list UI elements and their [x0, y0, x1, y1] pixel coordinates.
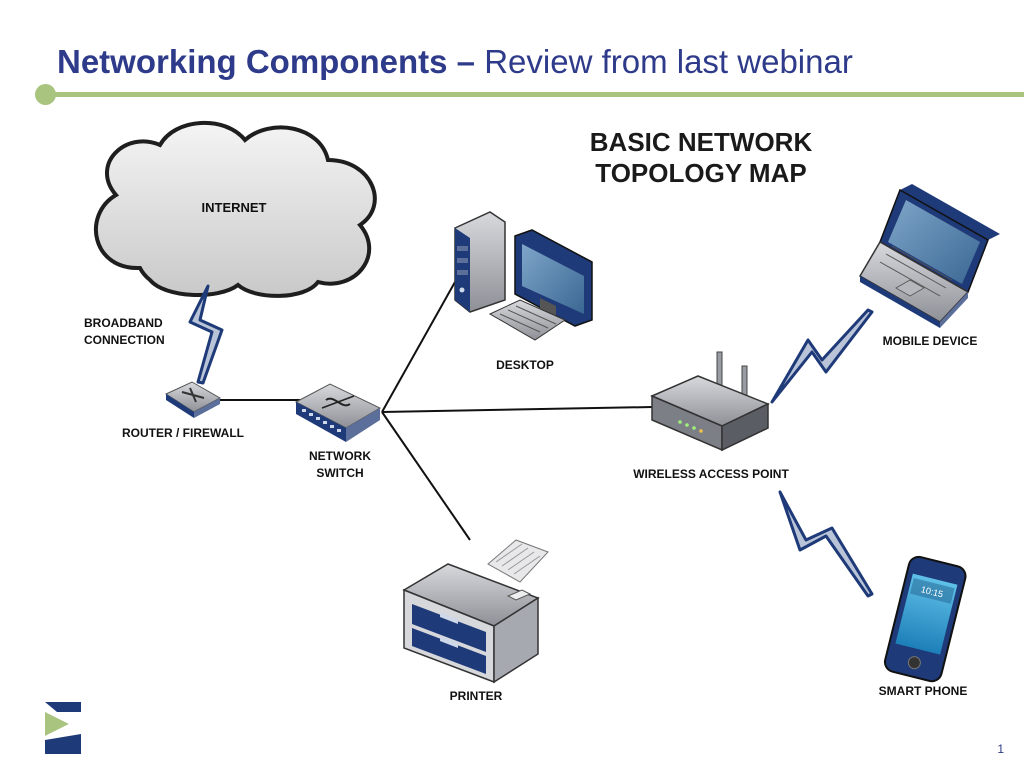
link-switch-desktop	[381, 281, 456, 413]
phone-label: SMART PHONE	[879, 684, 968, 698]
switch-icon	[294, 383, 382, 442]
desktop-computer-icon	[454, 211, 593, 341]
desktop-label: DESKTOP	[496, 358, 554, 372]
lightning-bolt-icon	[188, 284, 224, 385]
router-label: ROUTER / FIREWALL	[122, 426, 244, 440]
slide-title-rest: Review from last webinar	[475, 43, 853, 80]
printer-icon	[402, 539, 549, 684]
lightning-bolt-icon	[778, 490, 874, 598]
switch-label-line2: SWITCH	[316, 466, 363, 480]
wap-label: WIRELESS ACCESS POINT	[633, 467, 789, 481]
wireless-access-point-icon	[650, 351, 770, 452]
broadband-label-line2: CONNECTION	[84, 333, 165, 347]
cloud-icon	[93, 120, 377, 298]
switch-label-line1: NETWORK	[309, 449, 371, 463]
diagram-title-line1: BASIC NETWORK	[589, 127, 813, 157]
smartphone-icon: 10:15	[883, 555, 967, 683]
slide-title-bold: Networking Components –	[57, 43, 476, 80]
title-rule-dot	[35, 84, 56, 105]
connection-lines	[210, 281, 653, 541]
broadband-label-line1: BROADBAND	[84, 316, 163, 330]
switch-ports	[302, 409, 341, 432]
title-rule	[48, 92, 1024, 97]
page-number: 1	[997, 742, 1004, 756]
lightning-bolt-icon	[770, 308, 874, 404]
mobile-label: MOBILE DEVICE	[883, 334, 978, 348]
company-logo	[45, 702, 81, 754]
link-switch-printer	[381, 411, 471, 541]
link-switch-wap	[381, 406, 653, 413]
router-icon	[164, 381, 222, 418]
printer-label: PRINTER	[450, 689, 503, 703]
slide-title: Networking Components – Review from last…	[57, 42, 853, 82]
diagram-title: BASIC NETWORK TOPOLOGY MAP	[566, 127, 836, 189]
internet-label: INTERNET	[202, 200, 267, 215]
laptop-icon	[858, 184, 1000, 328]
diagram-title-line2: TOPOLOGY MAP	[595, 158, 807, 188]
